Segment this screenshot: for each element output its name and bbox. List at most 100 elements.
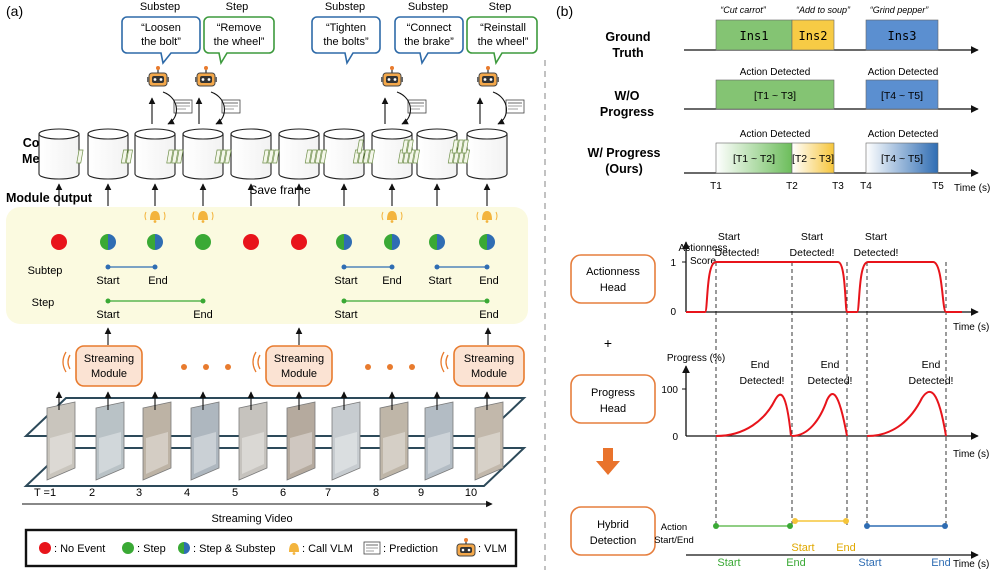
- frame-thumb: [451, 139, 459, 154]
- progress-curve-2: [791, 393, 848, 437]
- frame-thumb: [314, 149, 322, 164]
- streaming-module-1-line2: Module: [91, 368, 127, 380]
- module-output-panel: [6, 207, 528, 324]
- prediction-icon: [173, 99, 193, 114]
- module-output-label: Module output: [6, 191, 93, 205]
- video-frame: [286, 401, 316, 481]
- memory-cylinders: [38, 128, 508, 180]
- substep-span-2: Start End: [334, 264, 402, 287]
- step-substep-dot: [336, 234, 352, 250]
- frame-thumb: [219, 149, 227, 164]
- legend-no-event-swatch: [39, 542, 51, 554]
- frame-number: 5: [232, 487, 238, 499]
- legend-step-substep-swatch: [178, 542, 190, 554]
- frame-thumb: [406, 139, 414, 154]
- video-frame: [142, 401, 172, 481]
- ellipsis-dots-1: [181, 364, 231, 370]
- memory-cylinder: [262, 128, 320, 180]
- no-event-dot: [51, 234, 67, 250]
- panel-b-label: (b): [556, 3, 573, 19]
- end-detected-1a: End: [751, 359, 770, 371]
- w-progress-timeline: Action Detected Action Detected [T1 ~ T2…: [684, 129, 990, 194]
- w-box-2-label: [T2 ~ T3]: [792, 153, 834, 165]
- bubble-3: Substep “Tighten the bolts”: [311, 1, 381, 66]
- hybrid-1: Hybrid: [597, 519, 629, 531]
- ellipsis-dots-2: [365, 364, 415, 370]
- legend-step-substep: : Step & Substep: [193, 543, 276, 555]
- no-event-dot: [243, 234, 259, 250]
- streaming-module-3-line1: Streaming: [464, 353, 514, 365]
- robot-icon: [195, 66, 217, 87]
- frame-thumb: [171, 149, 179, 164]
- substep-start-2: Start: [334, 275, 357, 287]
- legend-vlm: : VLM: [478, 543, 507, 555]
- wo-action-detected-2: Action Detected: [868, 67, 939, 78]
- hybrid-start-3: Start: [858, 557, 881, 569]
- legend-step-swatch: [122, 542, 134, 554]
- ins2-box: [791, 19, 835, 51]
- time-label-top: Time (s): [954, 183, 990, 194]
- memory-cylinder: [214, 128, 272, 180]
- event-dots: [51, 234, 495, 250]
- step-substep-dot: [100, 234, 116, 250]
- w-box-2: [791, 142, 835, 174]
- frame-thumb: [176, 149, 184, 164]
- step-row-label: Step: [32, 297, 55, 309]
- bubble-1: Substep “Loosen the bolt”: [121, 1, 201, 65]
- progress-plot: Progress (%) 100 0 End Detected! End Det…: [661, 353, 989, 460]
- wo-box-1-label: [T1 ~ T3]: [754, 90, 796, 102]
- quote-ins1: “Cut carrot”: [720, 5, 767, 15]
- frame-thumb: [412, 149, 420, 164]
- progress-head-2: Head: [600, 403, 626, 415]
- time-label-hybrid: Time (s): [953, 559, 989, 570]
- plus-sign: +: [604, 335, 612, 351]
- streaming-module-1: Streaming Module: [62, 345, 143, 387]
- actionness-score-2: Score: [690, 256, 717, 267]
- hybrid-detection-box: Hybrid Detection: [570, 506, 656, 556]
- w-action-detected-1: Action Detected: [740, 129, 811, 140]
- substep-end-3: End: [479, 275, 499, 287]
- actionness-plot: Actionness Score 1 0 Start Detected! Sta…: [670, 231, 989, 333]
- row-ground-truth-2: Truth: [612, 46, 643, 60]
- streaming-module-1-line1: Streaming: [84, 353, 134, 365]
- action-startend-2: Start/End: [654, 535, 694, 546]
- frame-number: 2: [89, 487, 95, 499]
- robot-icon: [381, 66, 403, 87]
- frame-thumb: [120, 149, 128, 164]
- end-detected-3a: End: [922, 359, 941, 371]
- w-box-1-label: [T1 ~ T2]: [733, 153, 775, 165]
- frame-thumb: [224, 149, 232, 164]
- frame-thumb: [166, 149, 174, 164]
- bell-icon: [289, 543, 299, 555]
- frame-thumb: [456, 139, 464, 154]
- end-detected-2a: End: [821, 359, 840, 371]
- progress-y-label: Progress (%): [667, 353, 725, 364]
- ins2-label: Ins2: [799, 29, 828, 43]
- tick-t2: T2: [786, 181, 798, 192]
- step-dot: [195, 234, 211, 250]
- video-frame: [238, 401, 268, 481]
- prediction-icon: [221, 99, 241, 114]
- bubble-4-head: Substep: [408, 1, 448, 13]
- ground-truth-timeline: “Cut carrot” “Add to soup” “Grind pepper…: [684, 5, 979, 54]
- video-frames: [46, 401, 504, 481]
- row-wo-progress-2: Progress: [600, 105, 654, 119]
- memory-cylinder: [352, 128, 413, 180]
- vlm-arrows: [148, 91, 507, 125]
- start-detected-1a: Start: [718, 231, 740, 243]
- streaming-module-2: Streaming Module: [252, 345, 333, 387]
- frame-thumb: [461, 139, 469, 154]
- frame-number: 9: [418, 487, 424, 499]
- memory-cylinder: [397, 128, 458, 180]
- ins1-label: Ins1: [740, 29, 769, 43]
- hybrid-start-1: Start: [717, 557, 740, 569]
- memory-cylinder: [166, 128, 224, 180]
- frame-number: 3: [136, 487, 142, 499]
- start-detected-2b: Detected!: [790, 247, 835, 259]
- bell-icon: [476, 211, 498, 223]
- w-box-3-label: [T4 ~ T5]: [881, 153, 923, 165]
- frame-thumb: [267, 149, 275, 164]
- substep-end-1: End: [148, 275, 168, 287]
- memory-cylinder: [76, 128, 129, 180]
- step-span-2: Start End: [334, 298, 499, 321]
